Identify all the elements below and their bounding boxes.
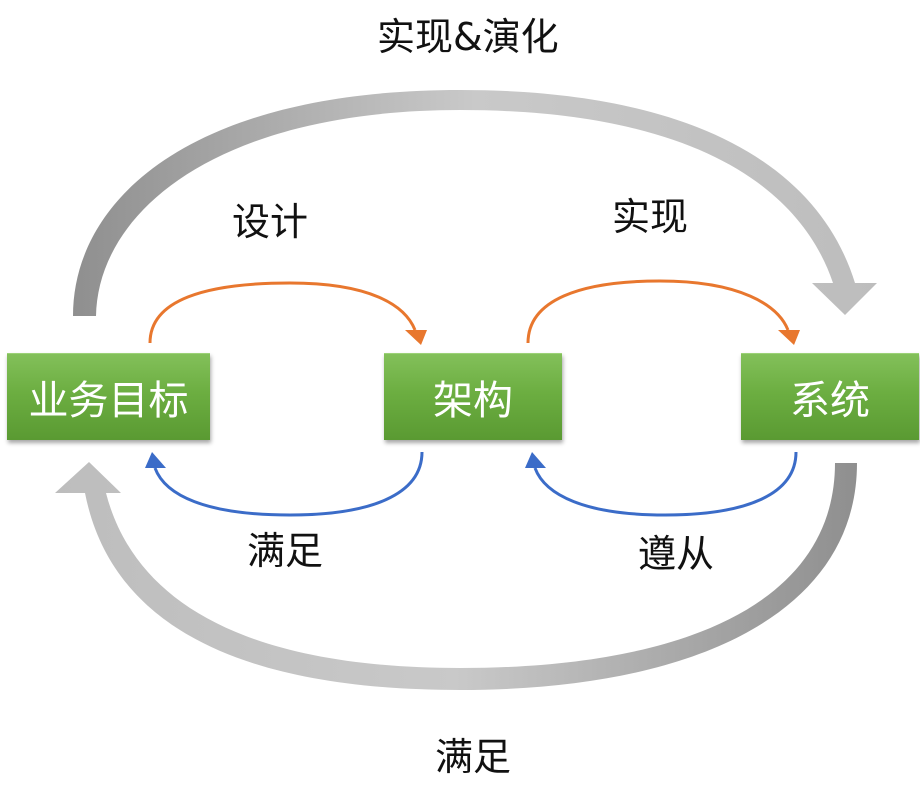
node-architecture: 架构 xyxy=(384,353,562,440)
label-comply: 遵从 xyxy=(638,532,715,576)
label-design: 设计 xyxy=(232,200,309,244)
comply-arrow xyxy=(533,451,798,517)
label-implement: 实现 xyxy=(612,195,689,239)
design-arrow xyxy=(148,281,417,344)
label-satisfy-inner: 满足 xyxy=(247,529,324,573)
top-curved-block-arrow xyxy=(73,90,877,316)
implement-arrow xyxy=(526,279,790,344)
node-business-goal: 业务目标 xyxy=(7,353,210,440)
implement-arrowhead xyxy=(778,330,800,345)
design-arrowhead xyxy=(405,330,427,345)
satisfy-inner-arrowhead xyxy=(145,452,166,468)
bottom-curved-block-arrow xyxy=(55,462,857,690)
satisfy-inner-arrow xyxy=(153,451,424,517)
node-system: 系统 xyxy=(741,353,919,440)
label-implement-evolve: 实现&演化 xyxy=(377,15,559,59)
comply-arrowhead xyxy=(525,452,546,468)
label-satisfy-outer: 满足 xyxy=(435,735,512,779)
